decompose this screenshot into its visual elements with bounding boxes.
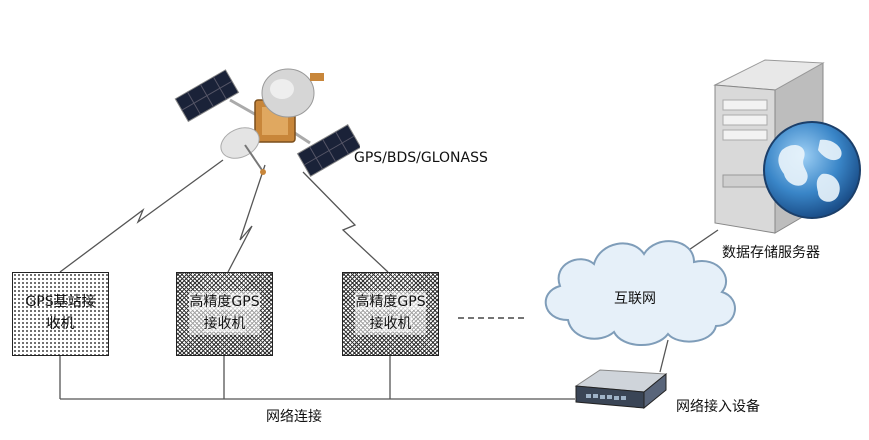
wireless-link-1 xyxy=(59,159,224,273)
receiver-label: GPS基站接收机 xyxy=(25,294,96,332)
globe-icon xyxy=(763,121,861,219)
wireless-link-2 xyxy=(227,164,266,273)
server-label: 数据存储服务器 xyxy=(722,245,820,261)
router-icon xyxy=(574,369,668,410)
router-cloud-link xyxy=(659,339,669,373)
internet-label: 互联网 xyxy=(614,291,656,307)
network-label: 网络连接 xyxy=(266,409,322,425)
satellite-label: GPS/BDS/GLONASS xyxy=(354,150,488,166)
cloud-icon xyxy=(544,240,736,347)
router-label: 网络接入设备 xyxy=(676,399,760,415)
satellite-icon xyxy=(174,68,360,177)
base-station-receiver: GPS基站接收机 xyxy=(12,272,109,356)
wireless-link-3 xyxy=(302,171,389,273)
